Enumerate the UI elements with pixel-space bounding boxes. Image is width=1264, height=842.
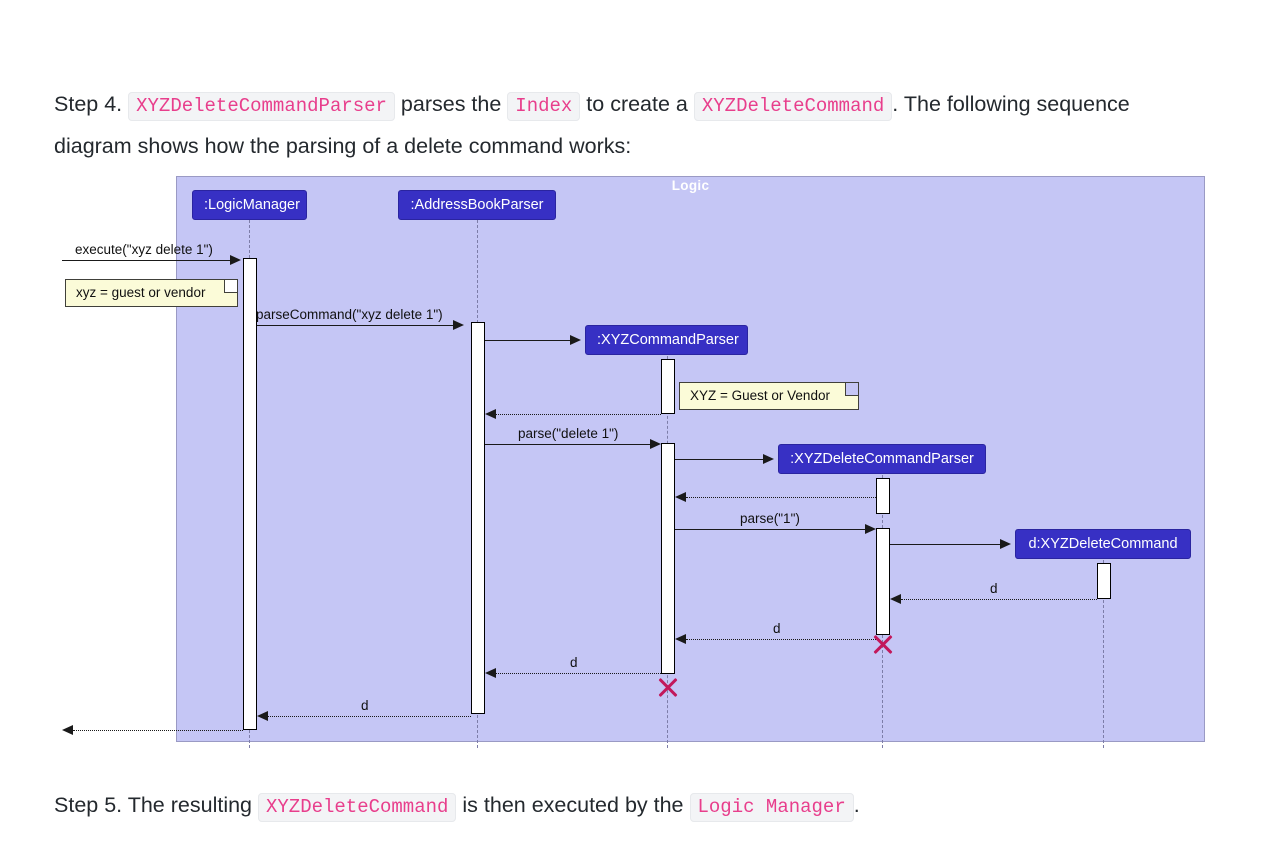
- message-line-parse-1: [675, 529, 865, 530]
- participant-label: :LogicManager: [204, 197, 300, 213]
- sequence-diagram: Logic :LogicManager :AddressBookParser :…: [54, 168, 1214, 748]
- message-line-return-d-4: [268, 716, 471, 717]
- step5-paragraph: Step 5. The resulting XYZDeleteCommand i…: [54, 785, 1184, 827]
- message-label-return-d-2: d: [773, 621, 781, 636]
- code-xyzdeletecommand: XYZDeleteCommand: [693, 91, 893, 121]
- message-label-return-d-3: d: [570, 655, 578, 670]
- arrow-head-return-actor: [62, 724, 73, 735]
- arrow-head-create-xyzcommandparser: [570, 334, 581, 345]
- note-xyz-upper: XYZ = Guest or Vendor: [679, 382, 859, 410]
- step4-mid1: parses the: [394, 91, 508, 116]
- participant-xyzdeletecommand[interactable]: d:XYZDeleteCommand: [1015, 529, 1191, 559]
- message-line-return-actor: [73, 730, 243, 731]
- message-label-parse-1: parse("1"): [740, 511, 800, 526]
- participant-logicmanager[interactable]: :LogicManager: [192, 190, 307, 220]
- message-label-return-d-4: d: [361, 698, 369, 713]
- arrow-head-execute: [230, 254, 241, 265]
- participant-xyzcommandparser[interactable]: :XYZCommandParser: [585, 325, 748, 355]
- participant-label: :XYZCommandParser: [597, 332, 739, 348]
- code-xyzdeletecommandparser: XYZDeleteCommandParser: [128, 91, 395, 121]
- message-line-parsecommand: [257, 325, 453, 326]
- arrow-head-return-d-2: [675, 633, 686, 644]
- activation-xyzdeletecommandparser-2: [876, 528, 890, 635]
- step4-paragraph: Step 4. XYZDeleteCommandParser parses th…: [54, 84, 1184, 166]
- lifeline-xyzdeletecommand: [1103, 560, 1104, 748]
- message-line-execute: [62, 260, 230, 261]
- activation-xyzcommandparser-1: [661, 359, 675, 414]
- message-label-return-d-1: d: [990, 581, 998, 596]
- step4-prefix: Step 4.: [54, 91, 129, 116]
- step4-mid2: to create a: [580, 91, 694, 116]
- arrow-head-return-d-4: [257, 710, 268, 721]
- code-xyzdeletecommand-2: XYZDeleteCommand: [257, 792, 457, 822]
- arrow-head-create-xyzdeletecommand: [1000, 538, 1011, 549]
- activation-xyzdeletecommand: [1097, 563, 1111, 599]
- step4-suffix: . The following sequence diagram shows h…: [54, 91, 1130, 158]
- diagram-frame-label: Logic: [671, 178, 710, 193]
- destroy-marker-xyzcommandparser: [656, 675, 680, 699]
- activation-logicmanager: [243, 258, 257, 730]
- message-line-return-d-1: [901, 599, 1097, 600]
- activation-addressbookparser: [471, 322, 485, 714]
- note-text: xyz = guest or vendor: [76, 285, 206, 300]
- message-line-parse-delete1: [485, 444, 650, 445]
- message-line-return-d-2: [686, 639, 876, 640]
- message-line-return-xyzdeletecommandparser: [686, 497, 876, 498]
- destroy-marker-xyzdeletecommandparser: [871, 632, 895, 656]
- message-label-execute: execute("xyz delete 1"): [75, 242, 213, 257]
- step5-prefix: Step 5. The resulting: [54, 792, 258, 817]
- activation-xyzdeletecommandparser-1: [876, 478, 890, 514]
- message-line-create-xyzdeletecommandparser: [675, 459, 763, 460]
- message-label-parsecommand: parseCommand("xyz delete 1"): [256, 307, 443, 322]
- message-line-return-d-3: [496, 673, 661, 674]
- arrow-head-parse-delete1: [650, 438, 661, 449]
- message-line-create-xyzdeletecommand: [890, 544, 1000, 545]
- participant-label: d:XYZDeleteCommand: [1028, 536, 1178, 552]
- arrow-head-return-d-1: [890, 593, 901, 604]
- participant-addressbookparser[interactable]: :AddressBookParser: [398, 190, 556, 220]
- note-text: XYZ = Guest or Vendor: [690, 388, 830, 403]
- arrow-head-create-xyzdeletecommandparser: [763, 453, 774, 464]
- participant-label: :AddressBookParser: [410, 197, 544, 213]
- arrow-head-return-d-3: [485, 667, 496, 678]
- arrow-head-return-xyzdeletecommandparser: [675, 491, 686, 502]
- arrow-head-return-xyzcommandparser: [485, 408, 496, 419]
- step5-suffix: .: [853, 792, 860, 817]
- message-line-create-xyzcommandparser: [485, 340, 570, 341]
- step5-mid1: is then executed by the: [456, 792, 690, 817]
- participant-label: :XYZDeleteCommandParser: [790, 451, 974, 467]
- note-xyz-lower: xyz = guest or vendor: [65, 279, 238, 307]
- arrow-head-parsecommand: [453, 319, 464, 330]
- message-line-return-xyzcommandparser: [496, 414, 661, 415]
- arrow-head-parse-1: [865, 523, 876, 534]
- code-logic-manager: Logic Manager: [689, 792, 854, 822]
- code-index: Index: [507, 91, 581, 121]
- participant-xyzdeletecommandparser[interactable]: :XYZDeleteCommandParser: [778, 444, 986, 474]
- activation-xyzcommandparser-2: [661, 443, 675, 674]
- message-label-parse-delete1: parse("delete 1"): [518, 426, 619, 441]
